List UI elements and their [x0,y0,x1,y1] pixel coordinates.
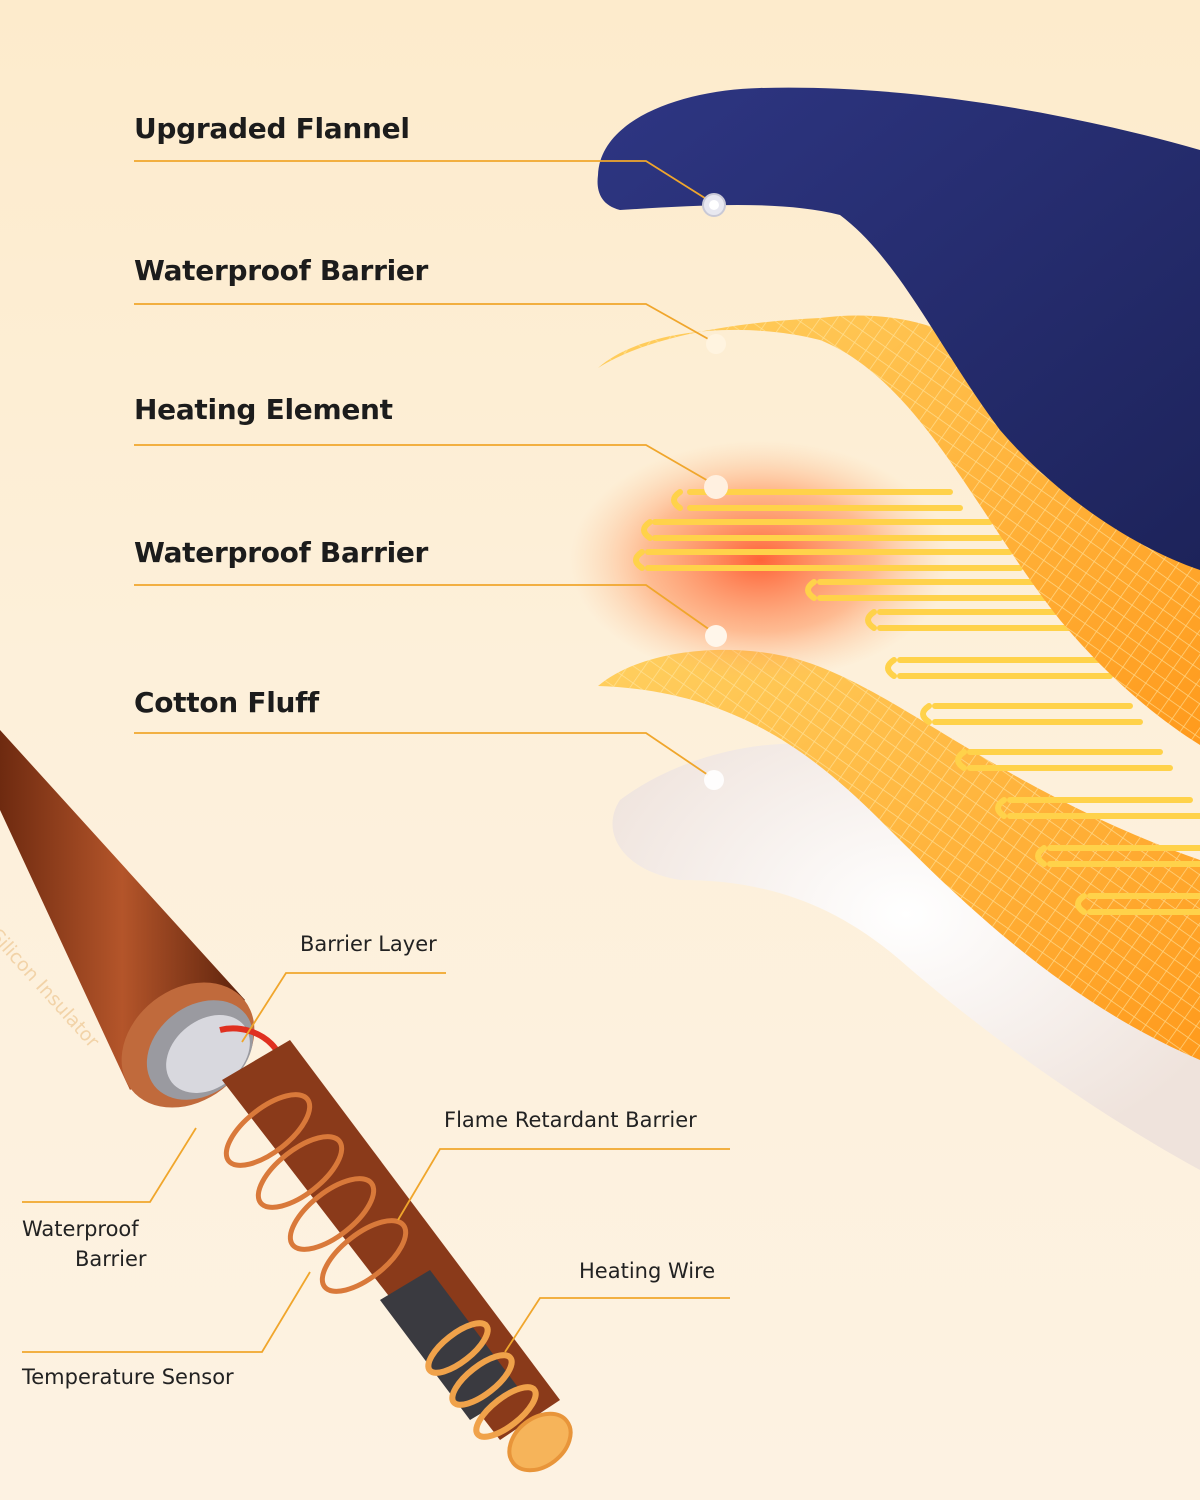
layer-leader-lines [134,160,711,776]
label-waterproof-barrier-bottom: Waterproof Barrier [134,536,429,569]
flannel-layer [597,87,1200,571]
cable-leader-lines [22,972,730,1353]
label-heating-element: Heating Element [134,393,393,426]
label-waterproof-barrier-cable-line1: Waterproof [22,1217,139,1241]
label-temperature-sensor: Temperature Sensor [22,1365,234,1389]
label-upgraded-flannel: Upgraded Flannel [134,112,410,145]
label-heating-wire: Heating Wire [579,1259,716,1283]
lower-barrier-grid [598,649,1200,1060]
label-waterproof-barrier-top: Waterproof Barrier [134,254,429,287]
label-cotton-fluff: Cotton Fluff [134,686,319,719]
heating-glow [570,440,950,680]
cotton-fluff-layer [612,743,1200,1170]
label-barrier-layer: Barrier Layer [300,932,437,956]
heating-cable [0,730,573,1473]
label-waterproof-barrier-cable-line2: Barrier [75,1247,147,1271]
layer-marker-dots [702,193,728,790]
label-flame-retardant-barrier: Flame Retardant Barrier [444,1108,697,1132]
heating-element-wires [633,489,1200,915]
